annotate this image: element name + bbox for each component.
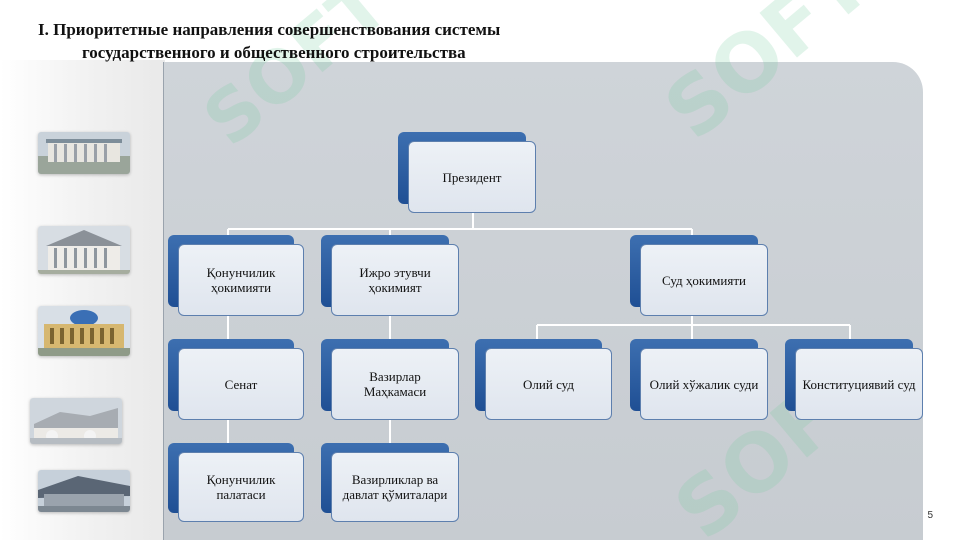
node-senate: Сенат [178,348,304,420]
org-chart-connectors [0,0,961,540]
node-cabinet-of-ministers-label: Вазирлар Маҳкамаси [331,348,459,420]
node-judicial-power-label: Суд ҳокимияти [640,244,768,316]
node-cabinet-of-ministers: Вазирлар Маҳкамаси [331,348,459,420]
node-executive-power: Ижро этувчи ҳокимият [331,244,459,316]
node-senate-label: Сенат [178,348,304,420]
node-ministries-committees: Вазирликлар ва давлат қўмиталари [331,452,459,522]
node-economic-court: Олий хўжалик суди [640,348,768,420]
node-executive-power-label: Ижро этувчи ҳокимият [331,244,459,316]
page-number: 5 [927,510,933,521]
node-president-label: Президент [408,141,536,213]
node-economic-court-label: Олий хўжалик суди [640,348,768,420]
node-ministries-committees-label: Вазирликлар ва давлат қўмиталари [331,452,459,522]
node-supreme-court-label: Олий суд [485,348,612,420]
node-legislative-power-label: Қонунчилик ҳокимияти [178,244,304,316]
node-constitutional-court-label: Конституциявий суд [795,348,923,420]
node-constitutional-court: Конституциявий суд [795,348,923,420]
node-legislative-power: Қонунчилик ҳокимияти [178,244,304,316]
node-legislative-chamber: Қонунчилик палатаси [178,452,304,522]
node-supreme-court: Олий суд [485,348,612,420]
node-president: Президент [408,141,536,213]
node-legislative-chamber-label: Қонунчилик палатаси [178,452,304,522]
node-judicial-power: Суд ҳокимияти [640,244,768,316]
